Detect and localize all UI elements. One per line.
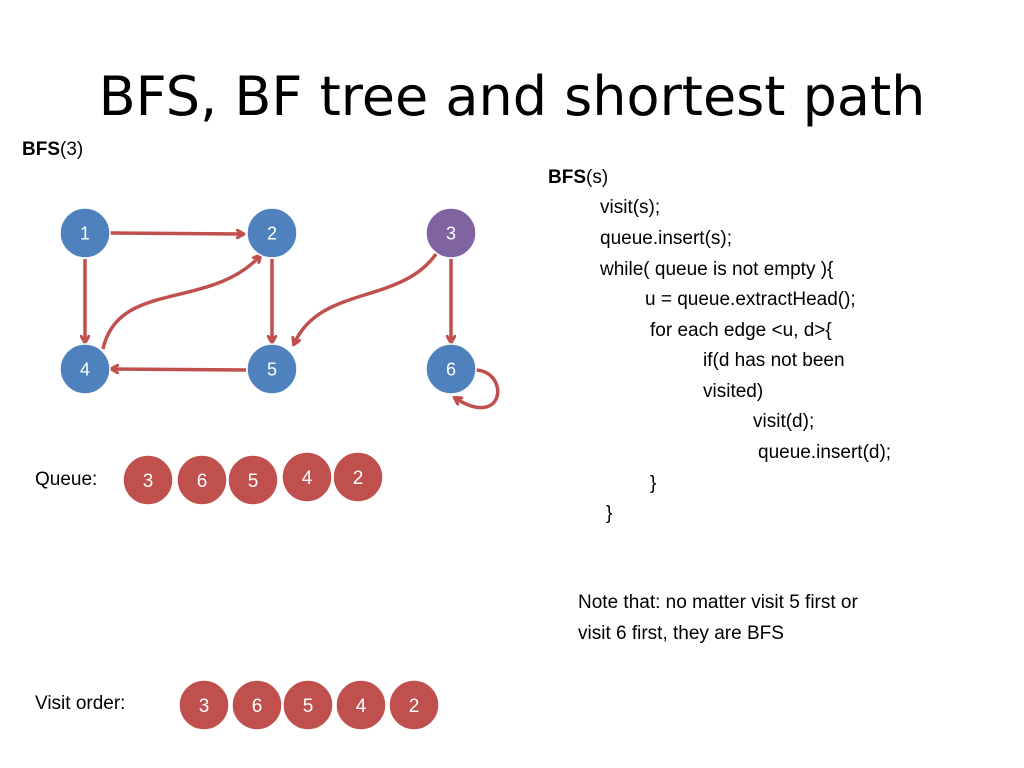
queue-label: Queue: [35, 469, 98, 490]
queue-ball: 2 [332, 451, 384, 503]
visit-ball-label: 3 [199, 696, 210, 717]
node-label: 3 [446, 224, 456, 244]
node-circle [59, 343, 111, 395]
node-circle [246, 207, 298, 259]
queue-ball-label: 5 [248, 471, 259, 492]
node-circle [425, 207, 477, 259]
queue-ball-label: 2 [353, 468, 364, 489]
pseudocode-line: while( queue is not empty ){ [600, 259, 834, 280]
pseudocode-line: visited) [703, 381, 764, 402]
pseudocode-line: visit(s); [600, 197, 661, 218]
queue-ball-circle [122, 454, 174, 506]
queue-ball-circle [227, 454, 279, 506]
pseudocode-line: queue.insert(s); [600, 228, 733, 249]
graph-node-3: 3 [425, 207, 477, 259]
visit-ball: 3 [178, 679, 230, 731]
node-label: 2 [267, 224, 277, 244]
pseudocode-line: } [650, 473, 657, 494]
edge-4-to-2 [101, 256, 260, 350]
queue-ball: 6 [176, 454, 228, 506]
visit-order-label: Visit order: [35, 693, 126, 714]
visit-ball-label: 2 [409, 696, 420, 717]
queue-balls: 3 6 5 4 2 [122, 451, 384, 506]
queue-ball-circle [281, 451, 333, 503]
pseudocode-line: if(d has not been [703, 350, 845, 371]
queue-ball: 4 [281, 451, 333, 503]
pseudocode-name: BFS [548, 167, 586, 188]
node-label: 4 [80, 360, 90, 380]
queue-ball: 3 [122, 454, 174, 506]
edge-1-to-2 [109, 233, 243, 234]
node-circle [425, 343, 477, 395]
slide-title: BFS, BF tree and shortest path [98, 65, 926, 128]
graph-node-6: 6 [425, 343, 477, 395]
visit-ball-label: 4 [356, 696, 367, 717]
node-circle [246, 343, 298, 395]
graph-node-1: 1 [59, 207, 111, 259]
visit-ball: 4 [335, 679, 387, 731]
bfs-call-label: BFS(3) [22, 138, 83, 162]
queue-ball-label: 3 [143, 471, 154, 492]
pseudocode-line: queue.insert(d); [758, 442, 892, 463]
visit-order-balls: 3 6 5 4 2 [178, 679, 440, 731]
queue-ball-label: 6 [197, 471, 208, 492]
pseudocode-args: (s) [586, 167, 609, 188]
queue-ball-circle [332, 451, 384, 503]
node-label: 1 [80, 224, 90, 244]
edge-5-to-4 [112, 369, 247, 370]
pseudocode-line: for each edge <u, d>{ [650, 320, 832, 341]
graph-node-4: 4 [59, 343, 111, 395]
pseudocode-line: u = queue.extractHead(); [645, 289, 856, 310]
queue-ball-circle [176, 454, 228, 506]
visit-ball: 6 [231, 679, 283, 731]
edge-6-to-6 [455, 368, 500, 410]
graph-node-5: 5 [246, 343, 298, 395]
visit-ball-circle [282, 679, 334, 731]
graph-nodes: 1 2 3 4 5 6 [59, 207, 477, 395]
pseudocode-header: BFS(s) [548, 166, 608, 190]
pseudocode-line: } [606, 503, 613, 524]
note-text: Note that: no matter visit 5 first or vi… [578, 592, 858, 644]
visit-ball: 5 [282, 679, 334, 731]
queue-ball-label: 4 [302, 468, 313, 489]
edge-3-to-5 [294, 252, 438, 344]
node-label: 5 [267, 360, 277, 380]
bfs-call-name: BFS [22, 139, 60, 160]
visit-ball-label: 6 [252, 696, 263, 717]
node-circle [59, 207, 111, 259]
visit-ball-label: 5 [303, 696, 314, 717]
pseudocode-line: visit(d); [753, 411, 815, 432]
visit-ball: 2 [388, 679, 440, 731]
queue-ball: 5 [227, 454, 279, 506]
visit-ball-circle [335, 679, 387, 731]
visit-ball-circle [178, 679, 230, 731]
bfs-call-args: (3) [60, 139, 84, 160]
visit-ball-circle [388, 679, 440, 731]
graph-node-2: 2 [246, 207, 298, 259]
graph-edges [85, 233, 500, 410]
node-label: 6 [446, 360, 456, 380]
visit-ball-circle [231, 679, 283, 731]
